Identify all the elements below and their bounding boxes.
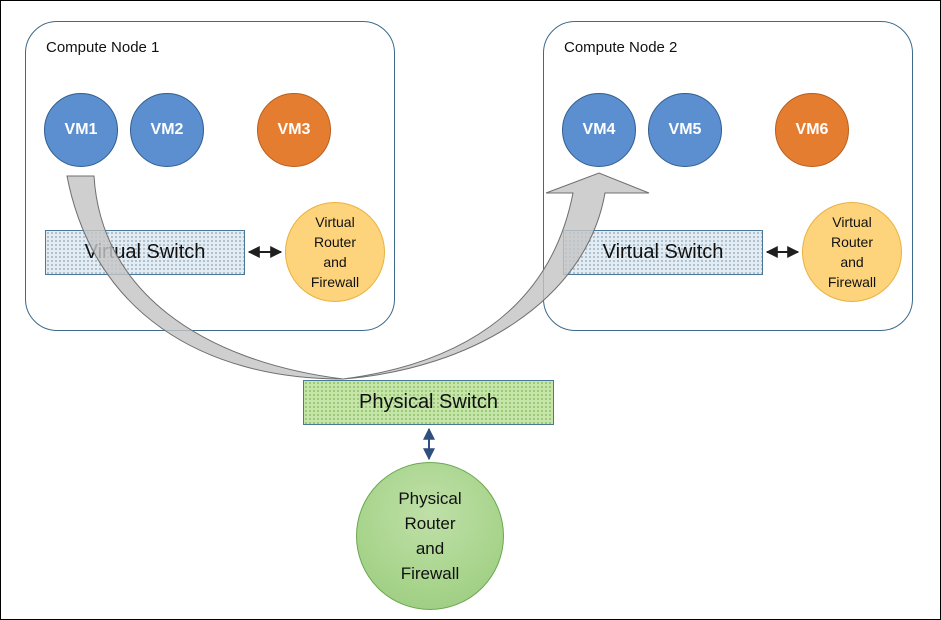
traffic-arrow-right — [342, 172, 650, 380]
traffic-arrow-left — [66, 175, 344, 380]
virtual-router-node-1: Virtual Router and Firewall — [285, 202, 385, 302]
virtual-switch-node-1: Virtual Switch — [45, 230, 245, 275]
compute-node-2-title: Compute Node 2 — [564, 39, 678, 56]
compute-node-1-title: Compute Node 1 — [46, 39, 160, 56]
vm-4: VM4 — [562, 93, 636, 167]
physical-router: Physical Router and Firewall — [356, 462, 504, 610]
virtual-switch-node-2: Virtual Switch — [563, 230, 763, 275]
vm-1: VM1 — [44, 93, 118, 167]
virtual-router-node-2: Virtual Router and Firewall — [802, 202, 902, 302]
vm-3: VM3 — [257, 93, 331, 167]
vm-5: VM5 — [648, 93, 722, 167]
physical-switch: Physical Switch — [303, 380, 554, 425]
vm-6: VM6 — [775, 93, 849, 167]
vm-2: VM2 — [130, 93, 204, 167]
